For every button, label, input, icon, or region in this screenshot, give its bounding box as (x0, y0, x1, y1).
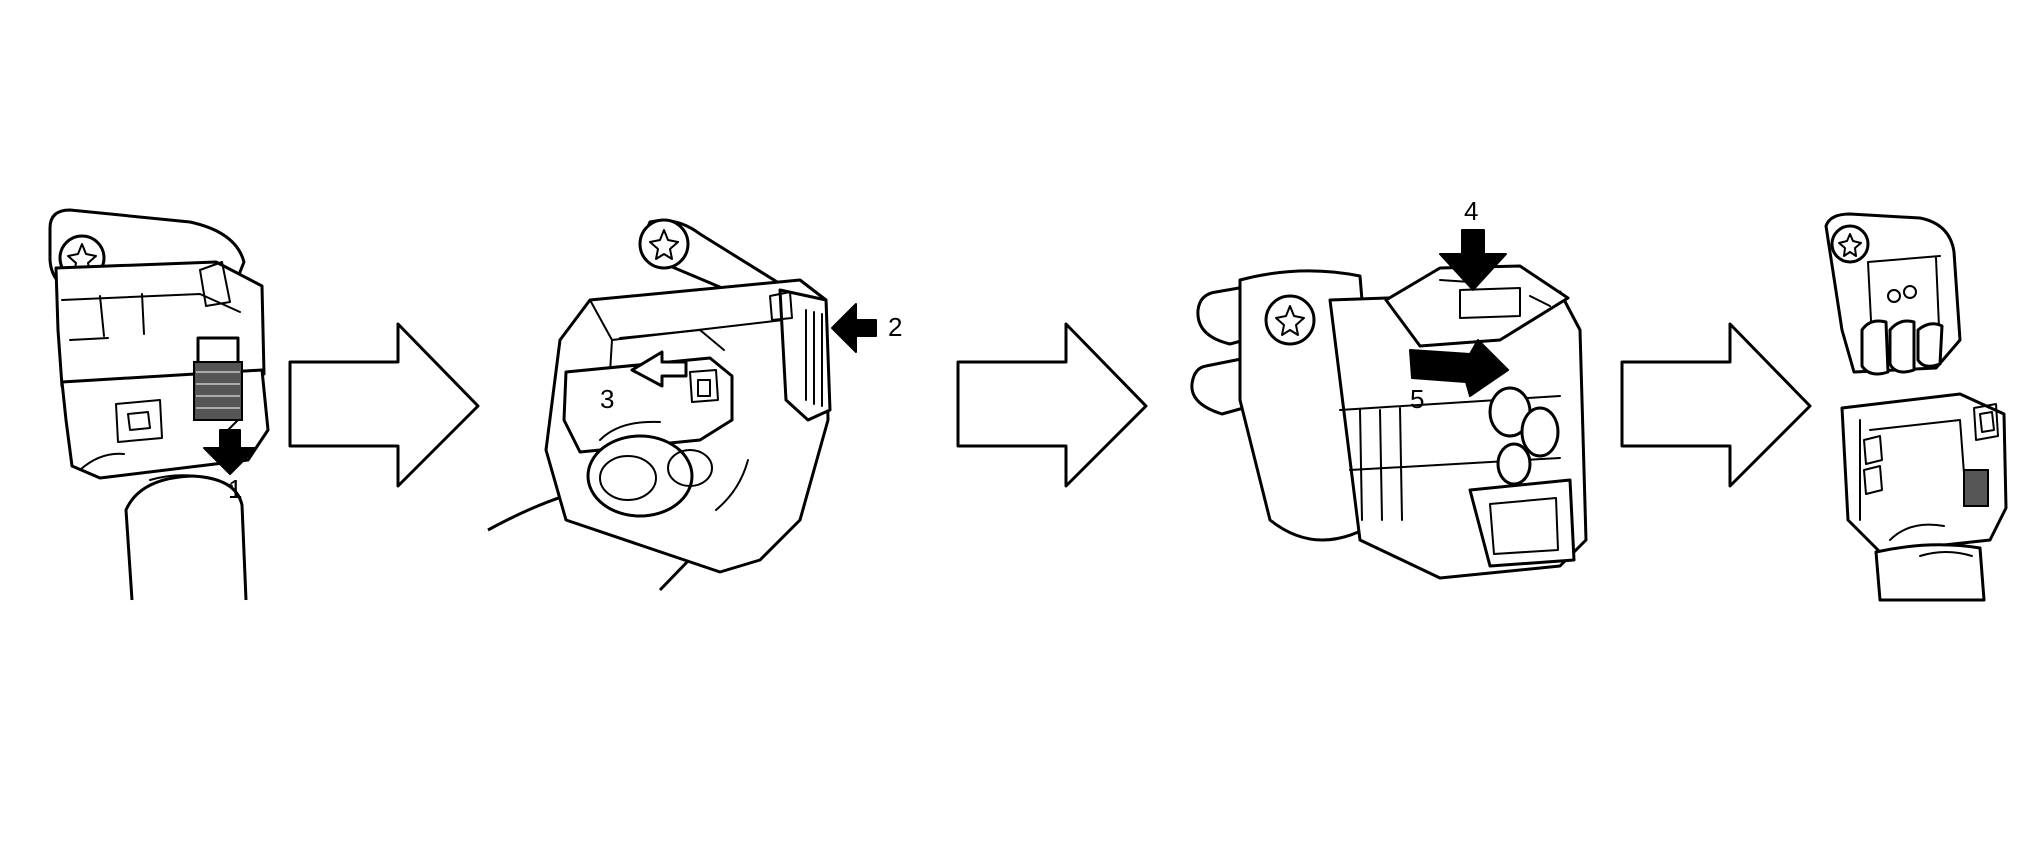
step-1-lock-lever (193, 361, 243, 421)
step-4-separated-connector (1824, 212, 2008, 602)
callout-label-4: 4 (1464, 196, 1478, 226)
screw-head-icon (1264, 294, 1316, 346)
flow-arrow-right-icon (956, 322, 1148, 488)
step-3-connector: 4 5 (1190, 196, 1588, 580)
push-arrow-icon (203, 429, 257, 475)
push-arrow-icon (1439, 229, 1507, 291)
step-4-lower-half (1840, 392, 2008, 554)
screw-head-icon (1830, 224, 1870, 264)
step-2-connector: 2 3 (487, 218, 902, 592)
step-3-slider (1384, 264, 1570, 348)
flow-arrow-right-icon (1620, 322, 1812, 488)
push-arrow-icon (1409, 339, 1509, 397)
step-4-cable (1874, 543, 1986, 602)
screw-head-icon (638, 218, 690, 270)
flow-arrow-right-icon (288, 322, 480, 488)
callout-label-2: 2 (888, 312, 902, 342)
callout-label-5: 5 (1410, 384, 1424, 414)
callout-label-3: 3 (600, 384, 614, 414)
push-arrow-icon (831, 303, 877, 353)
callout-label-1: 1 (228, 474, 242, 504)
step-1-connector: 1 (48, 208, 270, 601)
push-arrow-icon (630, 350, 688, 388)
